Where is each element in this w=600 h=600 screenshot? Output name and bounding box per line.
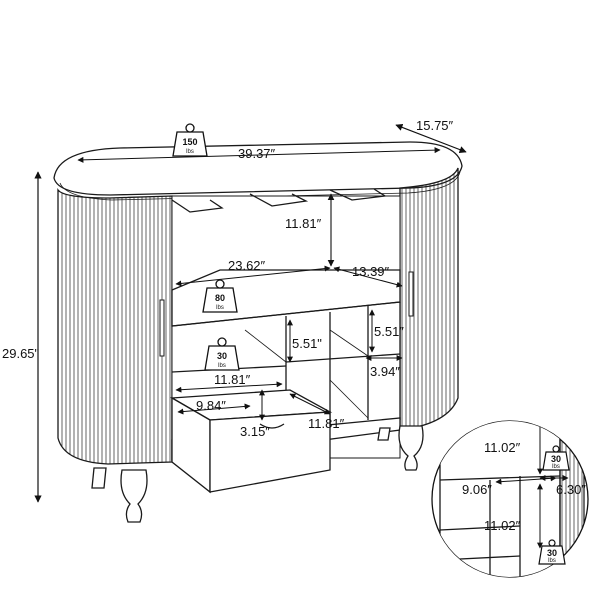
side-depth-label: 9.06″ [462,482,492,497]
cabinet-legs [91,425,424,523]
left-tambour-door [57,188,173,465]
cube-width-label: 5.51″ [374,324,404,339]
weight-side-upper-unit: lbs [552,464,560,470]
drawer-height-label: 3.15″ [240,424,270,439]
weight-icon: 30 lbs [538,539,566,565]
drawer-width-label: 11.81″ [308,416,345,431]
height-label: 29.65" [2,346,40,361]
cube-height-label: 5.51" [292,336,322,351]
side-upper-label: 11.02″ [484,440,521,455]
weight-side-lower-unit: lbs [548,558,556,564]
right-tambour-door [399,167,459,431]
cabinet-body [53,141,463,523]
rack-height-label: 11.81″ [285,216,322,231]
depth-label: 15.75″ [416,118,454,133]
right-door-handle [408,271,414,317]
weight-top-unit: lbs [186,149,194,155]
left-door-handle [159,299,165,357]
side-detail-inset: 11.02″ 11.02″ 9.06″ 6.30″ 30 lbs 30 lbs [431,420,589,578]
width-label: 39.37″ [238,146,276,161]
dimension-lines [34,123,467,503]
drawer-depth-label: 9.84″ [196,398,226,413]
shelf-depth-label: 13.39″ [352,264,390,279]
weight-side-upper-value: 30 [551,454,561,464]
weight-lower-unit: lbs [218,363,226,369]
weight-icon: 150 lbs [172,123,208,157]
shelf-width-label: 23.62″ [228,258,266,273]
weight-top-value: 150 [182,137,197,147]
weight-icon: 80 lbs [202,279,238,313]
weight-icon: 30 lbs [204,337,240,371]
weight-shelf-value: 80 [215,293,225,303]
weight-shelf-unit: lbs [216,305,224,311]
side-width-label: 6.30″ [556,482,586,497]
weight-lower-value: 30 [217,351,227,361]
wine-glass-rack-icon [171,188,387,213]
weight-side-lower-value: 30 [547,548,557,558]
weight-icon: 30 lbs [542,445,570,471]
side-lower-label: 11.02″ [484,518,521,533]
lower-width-label: 11.81″ [214,372,251,387]
cube-depth-label: 3.94″ [370,364,400,379]
